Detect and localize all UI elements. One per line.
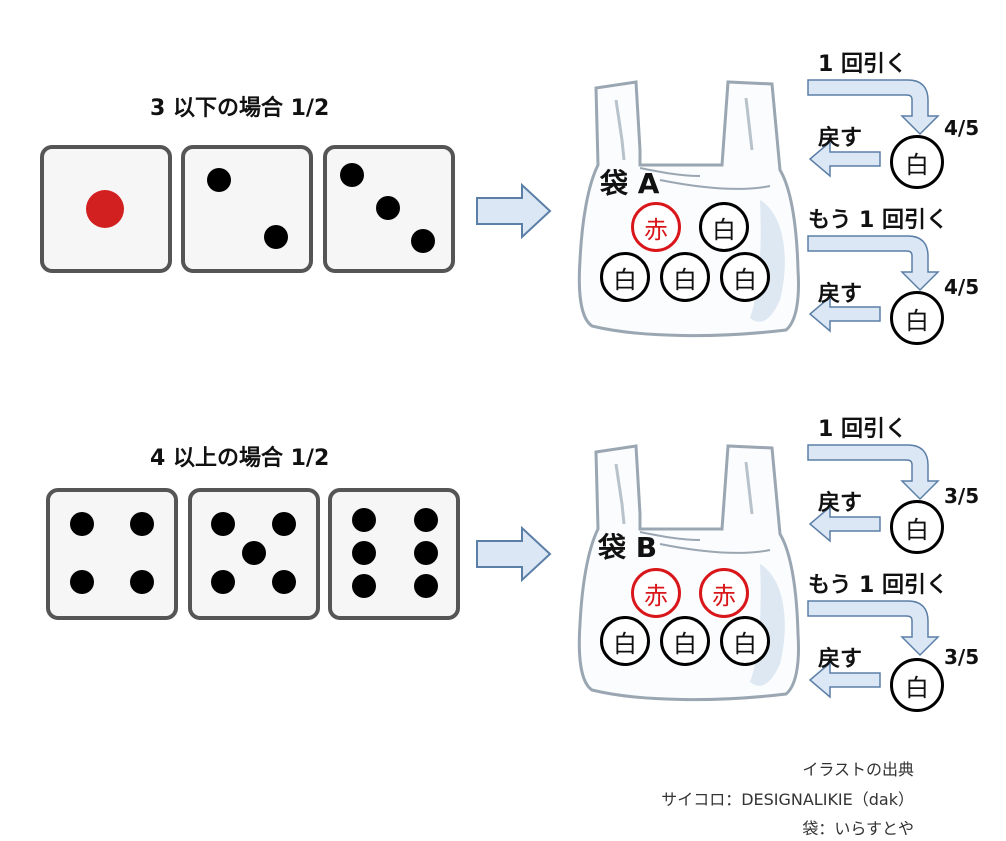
die-pip xyxy=(242,541,266,565)
die-pip xyxy=(130,512,154,536)
return-label-a2: 戻す xyxy=(818,282,863,307)
left-arrow-icon xyxy=(808,140,881,178)
right-arrow-icon xyxy=(476,182,552,240)
credits-heading: イラストの出典 xyxy=(802,760,914,779)
ball-white: 白 xyxy=(600,252,650,302)
ball-white: 白 xyxy=(600,616,650,666)
die-pip xyxy=(70,570,94,594)
die-pip xyxy=(414,508,438,532)
probability-b2: 3/5 xyxy=(944,645,980,669)
die-pip xyxy=(70,512,94,536)
bag-b-label: 袋 B xyxy=(598,531,658,564)
left-arrow-icon xyxy=(808,505,881,543)
die-pip xyxy=(207,168,231,192)
draw-flow-b xyxy=(807,444,940,699)
bent-arrow-icon xyxy=(807,235,940,292)
die-pip xyxy=(352,541,376,565)
drawn-ball-a1: 白 xyxy=(890,135,944,189)
case-low-title: 3 以下の場合 1/2 xyxy=(150,96,330,121)
bag-fold-line xyxy=(639,531,771,554)
die-pip xyxy=(211,512,235,536)
right-arrow-icon xyxy=(476,525,552,583)
drawn-ball-b2: 白 xyxy=(890,658,944,712)
ball-white: 白 xyxy=(720,616,770,666)
die-pip xyxy=(352,574,376,598)
left-arrow-icon xyxy=(808,295,881,333)
dice-group-high xyxy=(46,488,460,620)
return-label-b1: 戻す xyxy=(818,491,863,516)
ball-red: 赤 xyxy=(631,202,681,252)
ball-white: 白 xyxy=(660,252,710,302)
die-pip xyxy=(414,541,438,565)
bent-arrow-icon xyxy=(807,79,940,136)
die-pip xyxy=(272,570,296,594)
die-pip xyxy=(411,229,435,253)
case-high-title: 4 以上の場合 1/2 xyxy=(150,446,330,471)
ball-white: 白 xyxy=(720,252,770,302)
ball-red: 赤 xyxy=(631,568,681,618)
bag-fold-line xyxy=(639,167,771,190)
draw-flow-a xyxy=(807,79,940,333)
probability-a1: 4/5 xyxy=(944,116,980,140)
probability-b1: 3/5 xyxy=(944,484,980,508)
credits-bag: 袋：いらすとや xyxy=(802,819,914,838)
bag-a-label: 袋 A xyxy=(600,167,660,200)
ball-white: 白 xyxy=(660,616,710,666)
left-arrow-icon xyxy=(808,661,881,699)
ball-red: 赤 xyxy=(699,568,749,618)
die-pip xyxy=(130,570,154,594)
dice-group-low xyxy=(40,145,455,273)
step-first-draw-a: 1 回引く xyxy=(818,52,907,77)
return-label-b2: 戻す xyxy=(818,647,863,672)
die-six xyxy=(328,488,460,620)
step-second-draw-b: もう 1 回引く xyxy=(808,573,948,598)
probability-a2: 4/5 xyxy=(944,275,980,299)
bent-arrow-icon xyxy=(807,600,940,657)
credits-dice: サイコロ：DESIGNALIKIE（dak） xyxy=(661,790,914,809)
ball-white: 白 xyxy=(699,202,749,252)
drawn-ball-a2: 白 xyxy=(890,291,944,345)
bag-handle-inner xyxy=(614,97,754,161)
die-pip xyxy=(414,574,438,598)
step-second-draw-a: もう 1 回引く xyxy=(808,208,948,233)
die-pip xyxy=(211,570,235,594)
bent-arrow-icon xyxy=(807,444,940,501)
die-pip xyxy=(86,190,124,228)
return-label-a1: 戻す xyxy=(818,126,863,151)
step-first-draw-b: 1 回引く xyxy=(818,417,907,442)
die-pip xyxy=(272,512,296,536)
die-four xyxy=(46,488,178,620)
die-pip xyxy=(376,196,400,220)
die-pip xyxy=(340,163,364,187)
bag-handle-inner xyxy=(614,461,754,525)
die-pip xyxy=(264,225,288,249)
die-two xyxy=(181,145,313,273)
drawn-ball-b1: 白 xyxy=(890,500,944,554)
die-pip xyxy=(352,508,376,532)
